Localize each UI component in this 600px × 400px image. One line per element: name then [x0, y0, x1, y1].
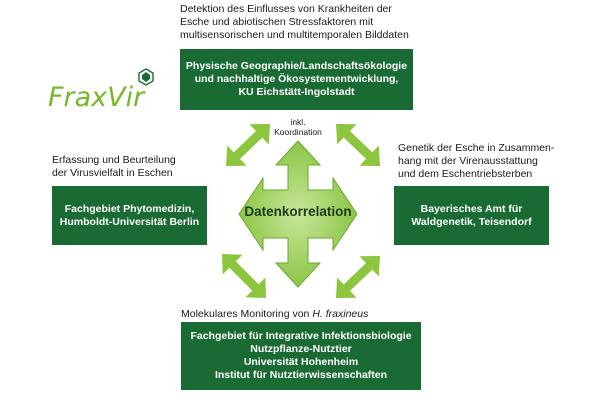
- top-caption: Detektion des Einflusses von Krankheiten…: [180, 3, 440, 42]
- box-line: Fachgebiet Phytomedizin,: [64, 202, 195, 215]
- box-waldgenetik: Bayerisches Amt für Waldgenetik, Teisend…: [394, 186, 549, 245]
- coordination-note: inkl. Koordination: [270, 117, 326, 137]
- fraxvir-logo: FraxVir: [48, 62, 168, 122]
- logo-text: FraxVir: [48, 82, 145, 113]
- box-line: Bayerisches Amt für: [420, 202, 523, 215]
- box-line: Institut für Nutztierwissenschaften: [214, 369, 388, 381]
- virus-icon: [138, 68, 154, 86]
- diagonal-arrows: [222, 124, 380, 298]
- box-hu-berlin: Fachgebiet Phytomedizin, Humboldt-Univer…: [52, 186, 207, 245]
- arrow-top-left: [226, 124, 270, 166]
- note-line: inkl.: [290, 117, 306, 127]
- box-line: Physische Geographie/Landschaftsökologie: [185, 60, 408, 72]
- right-caption-line: und dem Eschentriebsterben: [398, 168, 533, 180]
- left-caption: Erfassung und Beurteilung der Virusvielf…: [52, 154, 222, 180]
- box-line: und nachhaltige Ökosystementwicklung,: [194, 73, 399, 85]
- bottom-caption-prefix: Molekulares Monitoring von: [181, 308, 313, 320]
- arrow-top-right: [336, 124, 380, 166]
- top-caption-line: Esche und abiotischen Stressfaktoren mit: [180, 16, 374, 28]
- box-line: Waldgenetik, Teisendorf: [411, 215, 532, 228]
- center-cross-arrow: [238, 140, 358, 288]
- top-caption-line: multisensorischen und multitemporalen Bi…: [180, 29, 409, 41]
- top-caption-line: Detektion des Einflusses von Krankheiten…: [180, 3, 392, 15]
- box-line: Nutzpflanze-Nutztier: [250, 343, 352, 355]
- left-caption-line: der Virusvielfalt in Eschen: [52, 167, 173, 179]
- box-line: KU Eichstätt-Ingolstadt: [238, 86, 355, 98]
- box-hohenheim: Fachgebiet für Integrative Infektionsbio…: [181, 322, 421, 390]
- center-label: Datenkorrelation: [244, 204, 352, 219]
- right-caption-line: hang mit der Virenausstattung: [398, 155, 538, 167]
- box-ku-eichstaett: Physische Geographie/Landschaftsökologie…: [180, 49, 413, 110]
- arrow-bottom-left: [222, 254, 266, 298]
- right-caption: Genetik der Esche in Zusammen- hang mit …: [398, 142, 598, 181]
- note-line: Koordination: [274, 127, 322, 137]
- species-name: H. fraxineus: [312, 308, 369, 320]
- arrow-bottom-right: [336, 256, 380, 298]
- box-line: Humboldt-Universität Berlin: [59, 215, 200, 228]
- box-line: Fachgebiet für Integrative Infektionsbio…: [190, 330, 412, 342]
- box-line: Universität Hohenheim: [243, 356, 359, 368]
- left-caption-line: Erfassung und Beurteilung: [52, 154, 176, 166]
- bottom-caption: Molekulares Monitoring von H. fraxineus: [181, 308, 441, 321]
- right-caption-line: Genetik der Esche in Zusammen-: [398, 142, 555, 154]
